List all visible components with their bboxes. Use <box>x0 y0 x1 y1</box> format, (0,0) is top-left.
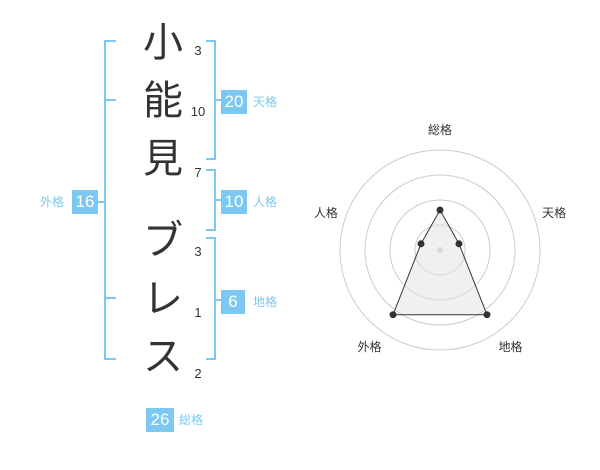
name-char-1: 小 <box>143 20 183 66</box>
radar-ring-4 <box>339 149 541 351</box>
radar-point-1 <box>436 206 444 214</box>
stroke-count-2: 10 <box>190 104 206 119</box>
chikaku-label: 地格 <box>253 295 278 309</box>
jinkaku-label: 人格 <box>253 195 278 209</box>
radar-shape <box>392 208 488 316</box>
radar-point-3 <box>483 311 491 319</box>
stroke-count-5: 1 <box>194 305 202 320</box>
stroke-count-1: 3 <box>194 43 202 58</box>
radar-point-5 <box>417 240 425 248</box>
radar-ring-3 <box>364 174 516 326</box>
stroke-count-6: 2 <box>194 366 202 381</box>
gaikaku-badge: 16 <box>72 190 98 214</box>
radar-axis-label-5: 人格 <box>314 205 338 220</box>
stroke-count-3: 7 <box>194 165 202 180</box>
gaikaku-bracket <box>104 40 116 360</box>
stroke-count-4: 3 <box>194 244 202 259</box>
radar-axis-label-2: 天格 <box>542 205 566 220</box>
radar-axis-label-4: 外格 <box>357 339 381 354</box>
radar-point-4 <box>389 311 397 319</box>
tenkaku-label: 天格 <box>253 95 278 109</box>
chikaku-bracket <box>206 237 216 360</box>
name-char-3: 見 <box>143 136 183 182</box>
radar-axis-label-3: 地格 <box>498 339 522 354</box>
name-char-4: ブ <box>143 218 183 264</box>
gaikaku-label: 外格 <box>40 195 65 209</box>
name-char-5: レ <box>143 276 183 322</box>
radar-axis-label-1: 総格 <box>428 122 452 137</box>
name-char-6: ス <box>143 334 183 380</box>
name-char-2: 能 <box>143 78 183 124</box>
jinkaku-badge: 10 <box>221 190 247 214</box>
radar-point-2 <box>455 240 463 248</box>
soukaku-badge: 26 <box>146 408 174 432</box>
chikaku-badge: 6 <box>221 290 245 314</box>
soukaku-label: 総格 <box>179 413 204 427</box>
tenkaku-badge: 20 <box>221 90 247 114</box>
